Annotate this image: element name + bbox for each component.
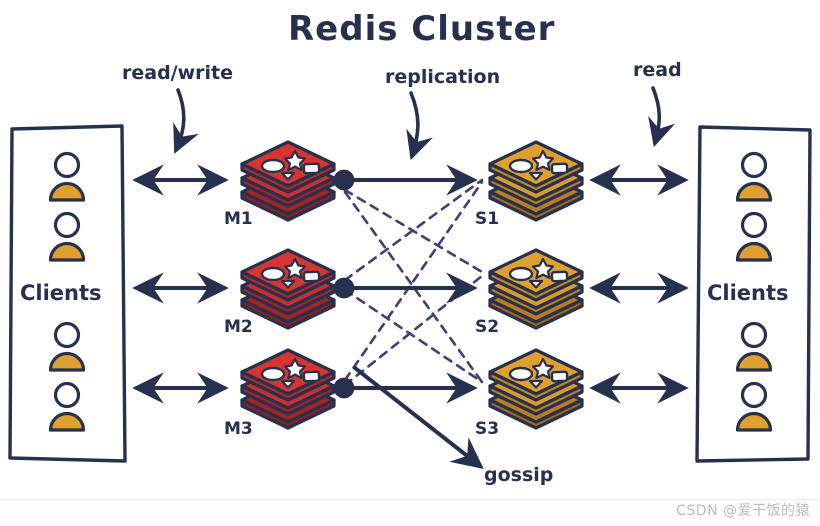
slave-node-s1[interactable]: S1 (475, 140, 584, 229)
bottom-strip (0, 499, 820, 526)
left-clients-box (8, 124, 127, 463)
gossip-dashed-links (343, 178, 484, 387)
gossip-m1-s3 (343, 190, 484, 384)
slave-client-links (589, 164, 689, 404)
gossip-m2-s3 (343, 288, 484, 384)
diagram-title: Redis Cluster (288, 9, 555, 49)
read-arrow (648, 86, 676, 148)
master-node-m1-label: M1 (224, 209, 253, 229)
right-clients-panel: Clients (695, 125, 812, 463)
slave-node-s2-label: S2 (475, 317, 499, 337)
left-clients-label: Clients (20, 281, 102, 305)
gossip-m3-s1 (343, 180, 484, 382)
client-master-links (132, 164, 229, 404)
slave-node-s3[interactable]: S3 (475, 348, 584, 439)
gossip-m3-s2 (343, 274, 484, 387)
replication-links (333, 164, 478, 404)
master-node-m1[interactable]: M1 (224, 140, 336, 229)
gossip-m1-s2 (343, 188, 484, 274)
master-node-m2[interactable]: M2 (224, 248, 336, 337)
slave-node-s2[interactable]: S2 (475, 248, 584, 337)
annotation-read-write: read/write (122, 62, 233, 84)
slave-node-s3-label: S3 (475, 419, 499, 439)
master-node-m2-label: M2 (224, 317, 253, 337)
csdn-watermark: CSDN @爱干饭的猿 (676, 503, 810, 519)
gossip-pointer-arrow (353, 366, 484, 469)
master-node-m3-label: M3 (224, 419, 253, 439)
master-node-m3[interactable]: M3 (224, 348, 336, 439)
annotation-gossip: gossip (484, 464, 553, 486)
gossip-m2-s1 (343, 178, 484, 282)
slave-node-s1-label: S1 (475, 209, 499, 229)
right-clients-label: Clients (707, 281, 789, 305)
read-write-arrow (173, 88, 199, 154)
left-clients-panel: Clients (8, 124, 127, 463)
annotation-replication: replication (385, 66, 500, 88)
replication-arrow (406, 91, 433, 161)
annotation-read: read (633, 59, 682, 81)
right-clients-box (695, 125, 812, 463)
